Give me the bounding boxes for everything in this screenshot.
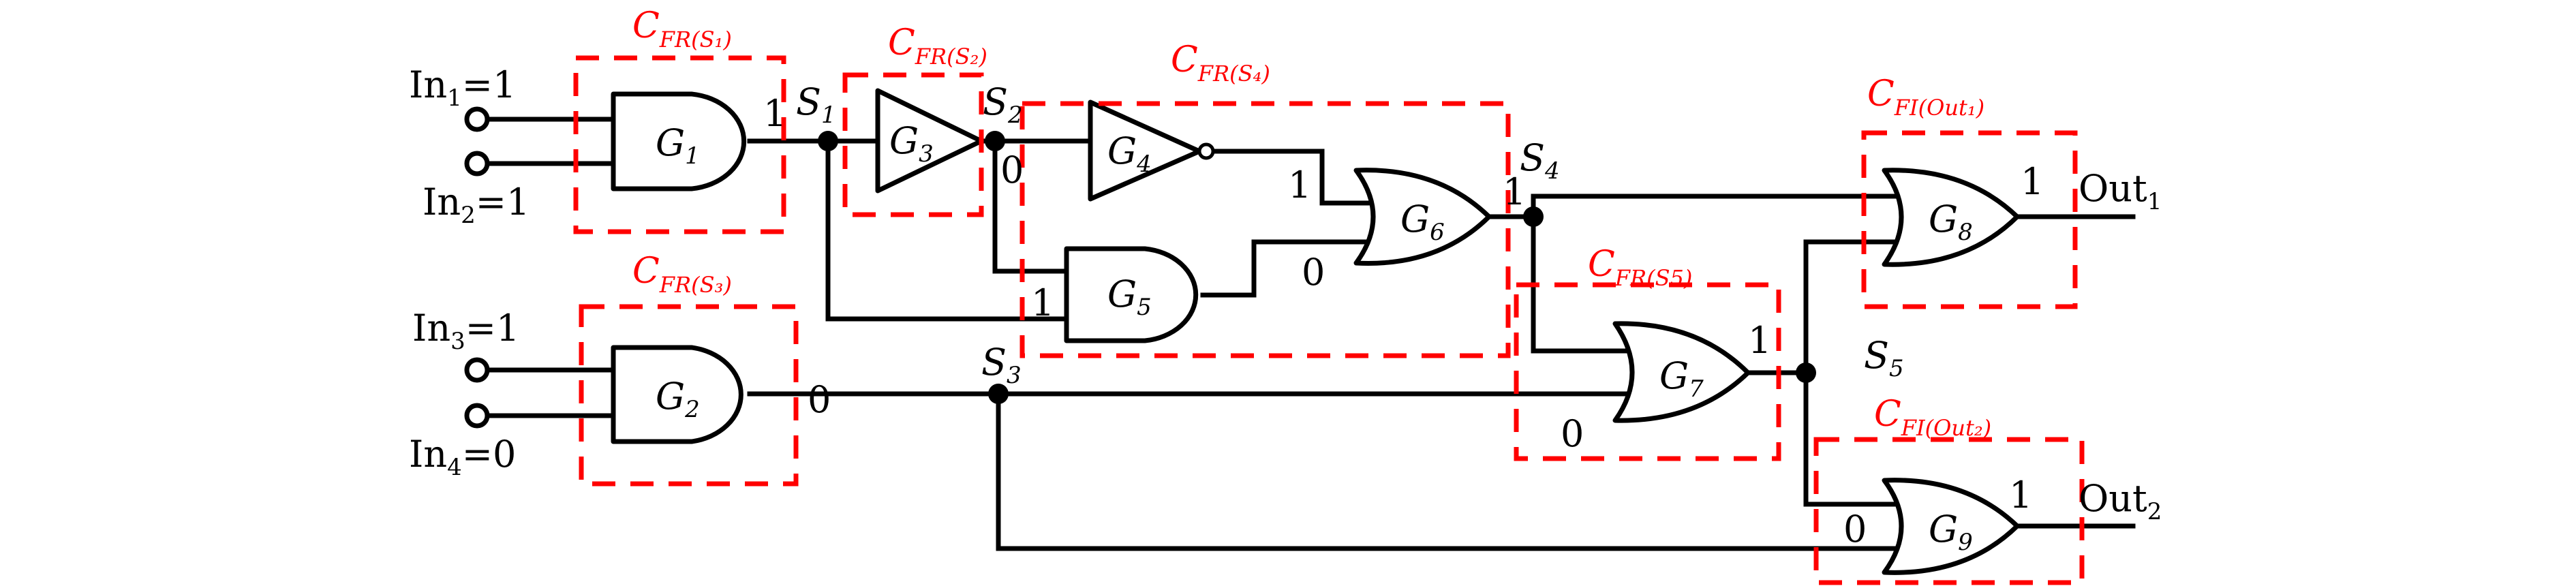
signal-label-s1: S1 <box>796 80 836 129</box>
value-g9-in-bottom: 0 <box>1843 508 1867 551</box>
wire-s1-g5 <box>825 138 1069 322</box>
output-label-out2: Out2 <box>2079 477 2162 525</box>
junction-s3 <box>988 384 1009 404</box>
value-g7-out: 1 <box>1748 319 1771 362</box>
port-in4 <box>464 403 490 429</box>
wires <box>485 117 2136 551</box>
signal-label-s3: S3 <box>981 341 1022 389</box>
gate-label-g6: G6 <box>1400 198 1445 246</box>
port-in3 <box>464 357 490 383</box>
signal-label-s2: S2 <box>983 80 1023 129</box>
cone-label-fr-s5: CFR(S5) <box>1588 244 1692 291</box>
cone-label-fi-out2: CFI(Out₂) <box>1874 394 1991 441</box>
gate-g9-or <box>1882 478 2020 575</box>
wire-s2-g5 <box>992 138 1069 274</box>
junction-s1 <box>818 131 838 151</box>
gate-label-g1: G1 <box>656 121 700 170</box>
gate-label-g2: G2 <box>656 375 700 423</box>
wire-g4-g6 <box>1214 149 1373 206</box>
value-g3-out: 0 <box>1000 149 1024 191</box>
gate-label-g9: G9 <box>1929 508 1973 556</box>
input-label-in3: In3=1 <box>412 307 519 355</box>
cone-box-fr-s3 <box>579 304 799 487</box>
gate-label-g3: G3 <box>889 119 934 168</box>
port-in1 <box>464 106 490 132</box>
gate-g6-or <box>1353 168 1492 266</box>
gate-g4-bubble <box>1197 142 1215 160</box>
junction-s4 <box>1523 206 1544 227</box>
gate-g8-or <box>1882 168 2020 267</box>
input-label-in1: In1=1 <box>409 63 516 112</box>
wire-s4-g8 <box>1531 194 1901 219</box>
wire-s3-g9 <box>996 391 1901 551</box>
output-label-out1: Out1 <box>2079 167 2162 215</box>
wire-s5-g9 <box>1803 370 1901 507</box>
input-label-in4: In4=0 <box>409 433 516 481</box>
value-g7-in-bottom: 0 <box>1561 412 1584 455</box>
signal-label-s4: S4 <box>1520 136 1560 185</box>
value-g6-out: 1 <box>1503 170 1526 213</box>
wire-s4-g7 <box>1531 214 1631 354</box>
cone-label-fi-out1: CFI(Out₁) <box>1867 74 1984 121</box>
gate-label-g4: G4 <box>1107 129 1152 178</box>
gate-g4-not <box>1088 99 1202 202</box>
value-g2-out: 0 <box>808 378 831 421</box>
cone-label-fr-s4: CFR(S₄) <box>1171 40 1270 87</box>
input-label-in2: In2=1 <box>423 181 530 229</box>
cone-box-fr-s4 <box>1019 101 1511 358</box>
wire-g5-g6 <box>1200 239 1373 298</box>
value-g6-in-bottom: 0 <box>1302 251 1325 294</box>
gate-g3-not <box>875 88 984 194</box>
value-g8-out: 1 <box>2021 160 2044 203</box>
cone-box-fr-s2 <box>842 72 984 217</box>
gate-label-g5: G5 <box>1107 273 1152 321</box>
signal-label-s5: S5 <box>1864 334 1904 382</box>
port-in2 <box>464 151 490 176</box>
cone-label-fr-s2: CFR(S₂) <box>888 22 987 70</box>
value-g6-in-top: 1 <box>1288 164 1311 206</box>
gate-g1-and <box>611 91 747 191</box>
gate-g5-and <box>1064 246 1199 343</box>
gate-label-g7: G7 <box>1659 354 1704 403</box>
value-g9-out: 1 <box>2009 474 2032 516</box>
junction-s5 <box>1796 363 1816 383</box>
value-g5-in: 1 <box>1031 281 1054 324</box>
gate-label-g8: G8 <box>1929 198 1973 246</box>
gate-g7-or <box>1612 321 1751 423</box>
cone-label-fr-s3: CFR(S₃) <box>632 251 732 298</box>
value-g1-out: 1 <box>763 92 786 135</box>
wire-s5-g8 <box>1803 239 1901 375</box>
cone-box-fr-s5 <box>1514 282 1781 461</box>
junction-s2 <box>985 131 1005 151</box>
cone-label-fr-s1: CFR(S₁) <box>632 5 732 52</box>
gate-g2-and <box>611 345 743 444</box>
cone-box-fi-out2 <box>1813 437 2085 585</box>
